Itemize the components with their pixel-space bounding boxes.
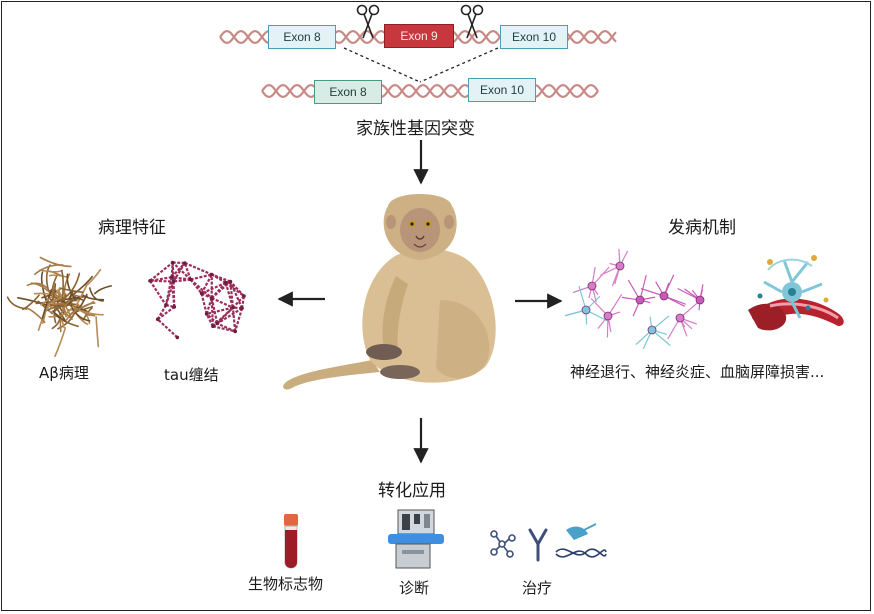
blood-brain-barrier-illustration — [748, 255, 844, 331]
amyloid-label: Aβ病理 — [39, 364, 89, 382]
tau-tangle-illustration — [148, 260, 246, 340]
antibody-icon — [528, 528, 548, 562]
scissors-icon — [356, 4, 380, 39]
exon-9-box: Exon 9 — [384, 24, 454, 48]
exon-10-box-bottom: Exon 10 — [468, 78, 536, 102]
mechanism-title: 发病机制 — [668, 218, 736, 238]
mechanism-caption: 神经退行、神经炎症、血脑屏障损害... — [570, 363, 825, 381]
dna-icon — [555, 523, 607, 558]
exon-10-box-top: Exon 10 — [500, 25, 568, 49]
blood-tube-icon — [284, 514, 298, 569]
neuron-network-illustration — [564, 248, 705, 350]
tau-label: tau缠结 — [164, 366, 219, 384]
molecule-icon — [490, 530, 516, 558]
exon-8-box-bottom: Exon 8 — [314, 80, 382, 104]
application-title: 转化应用 — [378, 481, 446, 501]
amyloid-plaque-illustration — [6, 256, 112, 358]
diagnosis-label: 诊断 — [399, 579, 430, 597]
pathology-title: 病理特征 — [98, 218, 166, 238]
scanner-icon — [388, 509, 444, 569]
therapy-label: 治疗 — [522, 579, 553, 597]
scissors-icon — [460, 4, 484, 39]
dna-strand-bottom — [261, 84, 599, 98]
exon-8-box-top: Exon 8 — [268, 25, 336, 49]
splice-lines — [343, 47, 499, 83]
macaque-illustration — [283, 194, 496, 390]
biomarker-label: 生物标志物 — [248, 575, 324, 593]
therapy-icons — [490, 523, 607, 562]
gene-mutation-label: 家族性基因突变 — [356, 119, 475, 139]
